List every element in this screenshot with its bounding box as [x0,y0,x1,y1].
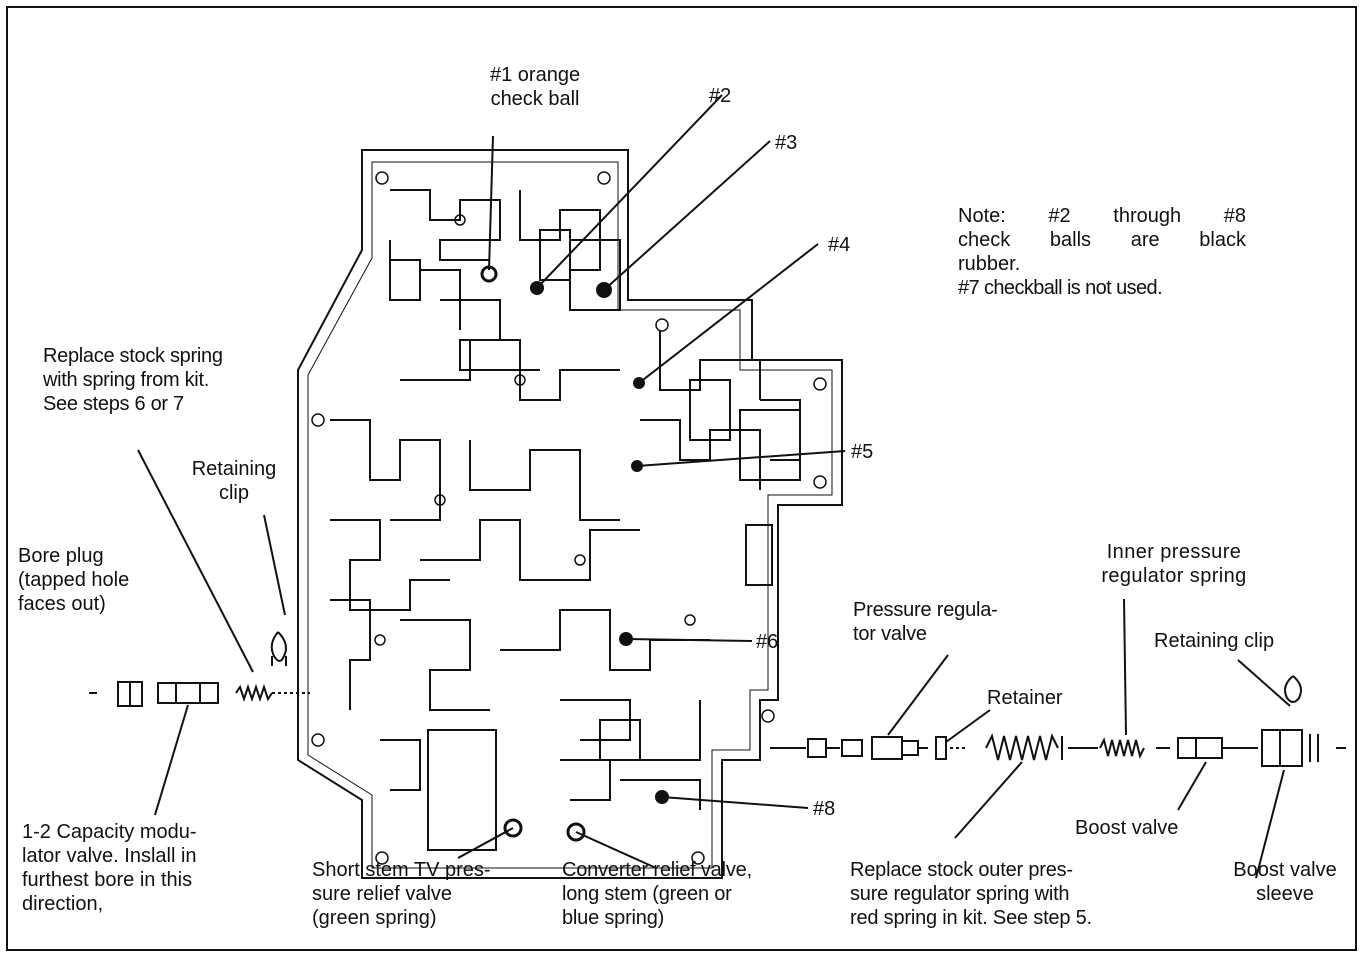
left-parts [89,631,310,707]
note-line-2: check balls are black [958,229,1246,251]
label-pressure-regulator-valve: Pressure regula- tor valve [853,599,998,645]
right-parts [770,675,1346,767]
label-retaining-clip-left: Retaining clip [191,458,277,504]
capacity-modulator-valve [157,682,219,704]
label-inner-pressure-regulator-spring: Inner pressure regulator spring [1101,541,1247,587]
note-line-3: rubber. [958,253,1021,275]
valve-body-plate [297,149,843,879]
label-tv-pressure-relief-valve: Short stem TV pres- sure relief valve (g… [312,859,491,929]
retaining-clip-left [270,631,287,666]
label-retaining-clip-right: Retaining clip [1154,630,1275,652]
label-check-ball-4: #4 [828,234,851,256]
note-line-1: Note: #2 through #8 [958,205,1246,227]
label-capacity-modulator-valve: 1-2 Capacity modu- lator valve. Inslall … [22,821,197,915]
label-check-ball-5: #5 [851,441,874,463]
label-boost-valve: Boost valve [1075,817,1179,839]
inner-spring [1099,737,1145,759]
leader-lines [137,94,1291,879]
boost-valve-part [1177,737,1223,759]
boost-valve-sleeve-part [1261,729,1303,767]
retaining-clip-right [1284,675,1302,703]
label-bore-plug: Bore plug (tapped hole faces out) [18,545,130,615]
small-spring [235,683,273,703]
outer-spring [985,733,1059,761]
pressure-regulator-valve [871,736,903,760]
label-check-ball-8: #8 [813,798,836,820]
label-replace-stock-spring: Replace stock spring with spring from ki… [43,345,223,415]
note-line-4: #7 checkball is not used. [958,277,1163,299]
label-boost-valve-sleeve: Boost valve sleeve [1233,859,1337,905]
label-outer-spring-replacement: Replace stock outer pres- sure regulator… [850,859,1092,929]
retainer-part [935,736,947,760]
diagram-frame [6,6,1357,951]
note-block: Note: #2 through #8 check balls are blac… [958,204,1246,300]
label-check-ball-3: #3 [775,132,798,154]
label-check-ball-6: #6 [756,631,779,653]
label-check-ball-2: #2 [709,85,732,107]
label-retainer: Retainer [987,687,1063,709]
label-converter-relief-valve: Converter relief valve, long stem (green… [562,859,752,929]
label-check-ball-1: #1 orange check ball [490,64,581,110]
